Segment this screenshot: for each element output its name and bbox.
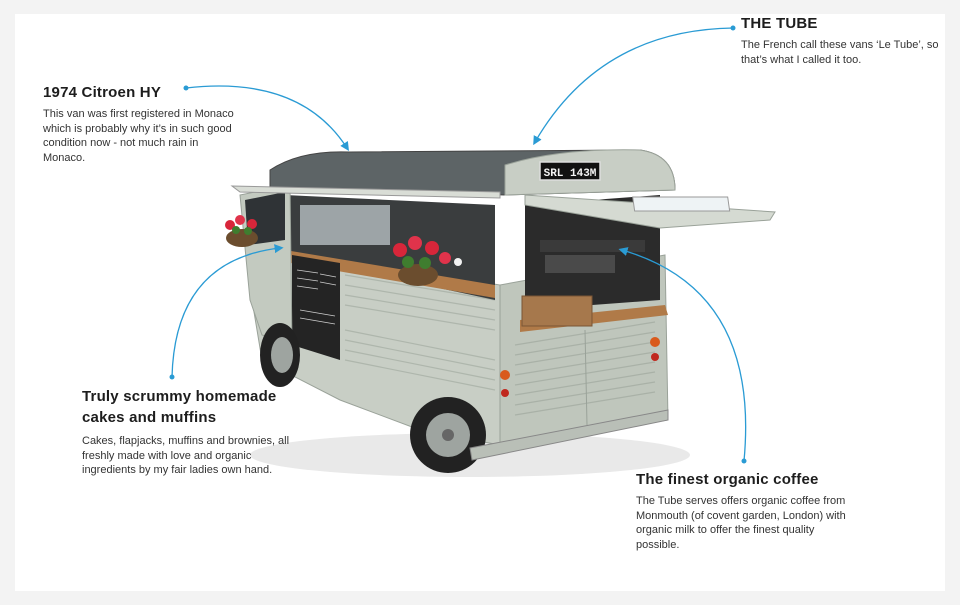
- flower-basket-right: [393, 236, 462, 286]
- callout-title: Truly scrummy homemade cakes and muffins: [82, 388, 277, 426]
- callout-cakes: Truly scrummy homemade cakes and muffins…: [82, 386, 297, 478]
- callout-text: The Tube serves offers organic coffee fr…: [636, 495, 846, 551]
- arrow-citroen: [185, 85, 349, 152]
- callout-text: This van was first registered in Monaco …: [43, 108, 234, 164]
- arrow-coffee: [618, 247, 747, 462]
- callout-citroen: 1974 Citroen HY This van was first regis…: [43, 84, 243, 165]
- callout-coffee: The finest organic coffee The Tube serve…: [636, 471, 851, 552]
- flower-basket-left: [225, 215, 258, 247]
- callout-title: The finest organic coffee: [636, 471, 819, 488]
- callout-title: THE TUBE: [741, 15, 818, 32]
- callout-text: The French call these vans ‘Le Tube’, so…: [741, 39, 939, 66]
- callout-text: Cakes, flapjacks, muffins and brownies, …: [82, 435, 290, 476]
- arrow-cakes: [171, 244, 284, 378]
- number-plate-text: SRL 143M: [544, 168, 597, 180]
- callout-title: 1974 Citroen HY: [43, 84, 162, 101]
- callout-the-tube: THE TUBE The French call these vans ‘Le …: [741, 15, 941, 67]
- arrow-tube: [533, 27, 734, 146]
